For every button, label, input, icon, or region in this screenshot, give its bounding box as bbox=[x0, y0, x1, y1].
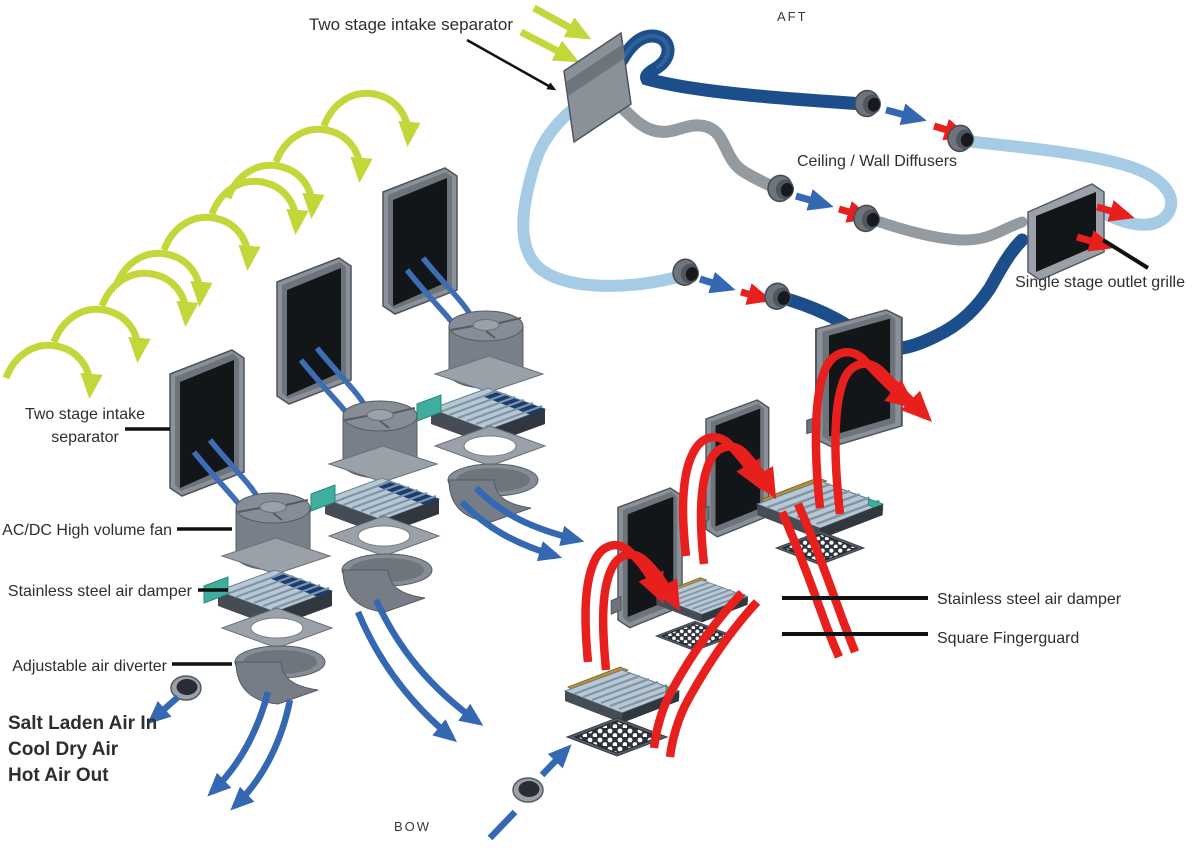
intake-assembly-front bbox=[170, 350, 332, 704]
label-left-intake-separator-1: Two stage intake bbox=[25, 406, 145, 423]
legend-hot-air-out: Hot Air Out bbox=[8, 765, 109, 786]
light-blue-hose bbox=[968, 136, 1178, 231]
cool-air-arrow bbox=[539, 744, 572, 778]
legend: Salt Laden Air In Cool Dry Air Hot Air O… bbox=[8, 713, 157, 786]
hot-air-hose-down bbox=[778, 502, 859, 659]
hot-air-arrow bbox=[1096, 200, 1135, 222]
label-top-intake-separator: Two stage intake separator bbox=[309, 15, 513, 34]
ceiling-wall-diffuser-run bbox=[669, 87, 1178, 356]
label-air-damper-right: Stainless steel air damper bbox=[937, 591, 1122, 608]
hot-air-arrow bbox=[740, 283, 773, 305]
label-aft: AFT bbox=[777, 9, 808, 24]
diffuser-collar bbox=[852, 87, 884, 120]
hot-air-arrow bbox=[1076, 230, 1115, 252]
label-high-volume-fan: AC/DC High volume fan bbox=[2, 522, 172, 539]
hull-vent-left bbox=[147, 675, 202, 725]
hot-air-hose-through-bottom-damper bbox=[649, 590, 761, 758]
hot-air-loop-rear bbox=[811, 348, 933, 515]
diffuser-collar bbox=[761, 279, 795, 314]
label-single-stage-outlet-grille: Single stage outlet grille bbox=[1015, 274, 1185, 291]
dark-blue-hose bbox=[615, 29, 871, 111]
salt-air-arrow-top-1 bbox=[532, 4, 592, 40]
label-air-damper-left: Stainless steel air damper bbox=[8, 583, 193, 600]
label-bow: BOW bbox=[394, 819, 431, 834]
light-blue-hose bbox=[517, 94, 684, 292]
label-ceiling-wall-diffusers: Ceiling / Wall Diffusers bbox=[797, 153, 957, 170]
salt-air-arrow-top-2 bbox=[519, 28, 580, 63]
diffuser-collar bbox=[764, 172, 798, 205]
label-square-fingerguard: Square Fingerguard bbox=[937, 630, 1079, 647]
cool-air-arrow bbox=[698, 271, 736, 294]
gray-hose bbox=[597, 86, 783, 194]
top-intake-separator bbox=[517, 29, 871, 292]
hot-air-loop-middle bbox=[678, 433, 777, 565]
salt-air-arrows bbox=[6, 4, 592, 392]
diffuser-collar bbox=[850, 202, 884, 235]
legend-cool-dry-air: Cool Dry Air bbox=[8, 739, 119, 760]
gray-hose bbox=[874, 216, 1028, 246]
leader-lines bbox=[125, 38, 1150, 666]
single-stage-outlet-grille bbox=[1027, 183, 1135, 281]
cool-air-arrow bbox=[147, 694, 181, 725]
cool-air-exit-arrows bbox=[207, 485, 585, 811]
outlet-assemblies bbox=[563, 309, 933, 758]
cool-air-arrow bbox=[795, 189, 834, 211]
label-left-intake-separator-2: separator bbox=[51, 429, 119, 446]
hot-air-loop-front bbox=[581, 540, 681, 671]
cool-air-arrow bbox=[885, 103, 927, 126]
label-air-diverter: Adjustable air diverter bbox=[12, 658, 167, 675]
legend-salt-laden-air-in: Salt Laden Air In bbox=[8, 713, 157, 734]
hull-vent-bow bbox=[487, 744, 572, 841]
